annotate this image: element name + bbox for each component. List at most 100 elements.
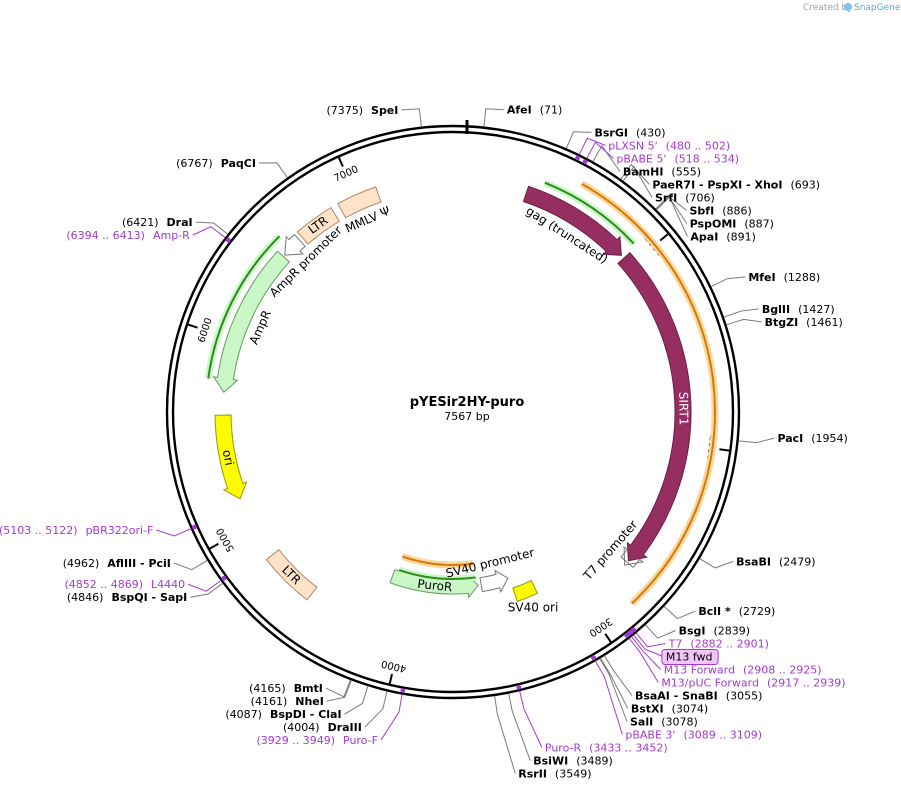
site-leader-bmti-24 [325, 679, 351, 698]
site-nhei-23[interactable]: (4161)NheI [251, 695, 324, 708]
site-drai-27[interactable]: (6421)DraI [122, 216, 193, 229]
primer-mark-pbabe-5-30 [582, 159, 588, 165]
site-apai-8[interactable]: ApaI(891) [690, 230, 756, 243]
primer-pbabe-3-35[interactable]: pBABE 3'(3089 .. 3109) [625, 728, 762, 741]
site-label-bspqi-sapi-25: (4846)BspQI - SapI [67, 591, 187, 604]
site-label-afei-1: AfeI(71) [507, 104, 562, 117]
site-label-bspdi-clai-22: (4087)BspDI - ClaI [225, 708, 341, 721]
site-afei-1[interactable]: AfeI(71) [507, 104, 562, 117]
primer-mark-pbr322ori-f-39 [192, 524, 197, 530]
primer-label-pbabe-3-35: pBABE 3'(3089 .. 3109) [625, 728, 762, 741]
primer-pbr322ori-f-39[interactable]: (5103 .. 5122)pBR322ori-F [0, 524, 153, 537]
site-leader-bsrgi-2 [565, 131, 592, 149]
site-bsiwi-19[interactable]: BsiWI(3489) [533, 754, 613, 767]
site-label-pspomi-7: PspOMI(887) [690, 217, 774, 230]
feature-label-puror-8: PuroR [417, 577, 453, 595]
primer-leader-plxsn-5-29 [578, 137, 606, 155]
primer-puro-f-37[interactable]: (3929 .. 3949)Puro-F [256, 734, 378, 747]
feature-ltr-7[interactable] [265, 549, 318, 601]
feature-ori-6[interactable] [214, 414, 248, 500]
site-afliii-pcii-26[interactable]: (4962)AflIII - PciI [63, 557, 171, 570]
site-pspomi-7[interactable]: PspOMI(887) [690, 217, 774, 230]
site-spei-0[interactable]: (7375)SpeI [326, 104, 398, 117]
primer-box-m13-fwd [661, 648, 719, 665]
primer-label-puro-f-37: (3929 .. 3949)Puro-F [256, 734, 378, 747]
site-bstxi-17[interactable]: BstXI(3074) [631, 702, 708, 715]
feature-sv40-promoter-9[interactable] [479, 569, 509, 594]
feature-ampr-5[interactable] [212, 250, 291, 393]
site-bmti-24[interactable]: (4165)BmtI [249, 682, 323, 695]
orf-orange-bottom [402, 555, 473, 566]
feature-sirt1-1[interactable] [617, 252, 692, 562]
watermark-brand: SnapGene [854, 3, 901, 13]
primer-leader-amp-r-40 [192, 226, 226, 238]
primer-m13-puc-forward-34[interactable]: M13/pUC Forward(2917 .. 2939) [661, 676, 845, 689]
site-bsrgi-2[interactable]: BsrGI(430) [594, 126, 665, 139]
tick-label-6000: 6000 [196, 317, 214, 345]
primer-labels: pLXSN 5'(480 .. 502)pBABE 5'(518 .. 534)… [0, 139, 846, 754]
site-bspqi-sapi-25[interactable]: (4846)BspQI - SapI [67, 591, 187, 604]
primer-amp-r-40[interactable]: (6394 .. 6413)Amp-R [66, 229, 190, 242]
tick-2000 [719, 448, 730, 452]
primer-puro-r-36[interactable]: Puro-R(3433 .. 3452) [545, 741, 668, 754]
site-sali-18[interactable]: SalI(3078) [630, 715, 698, 728]
feature-t7-promoter-10[interactable] [620, 546, 645, 569]
primer-label-t7-31: T7(2882 .. 2901) [668, 637, 769, 650]
orf-green-right [544, 181, 635, 245]
site-bamhi-3[interactable]: BamHI(555) [623, 165, 701, 178]
feature-ltr-3[interactable] [296, 206, 340, 245]
site-leader-apai-8 [656, 196, 688, 237]
site-draiii-21[interactable]: (4004)DraIII [283, 721, 362, 734]
site-label-paer7i-pspxi-xhoi-4: PaeR7I - PspXI - XhoI(693) [652, 178, 820, 191]
site-sbfi-6[interactable]: SbfI(886) [690, 204, 752, 217]
primer-plxsn-5-29[interactable]: pLXSN 5'(480 .. 502) [608, 139, 730, 152]
site-leader-draiii-21 [364, 691, 388, 728]
site-bsgi-15[interactable]: BsgI(2839) [679, 624, 750, 637]
feature-label-ori-6: ori [220, 449, 237, 467]
primer-mark-amp-r-40 [225, 237, 231, 243]
feature-ampr-promoter-4[interactable] [284, 233, 306, 256]
site-leader-drai-27 [195, 221, 229, 235]
site-btgzi-11[interactable]: BtgZI(1461) [765, 316, 843, 329]
primer-pbabe-5-30[interactable]: pBABE 5'(518 .. 534) [616, 152, 739, 165]
site-leader-bsaai-snabi-16 [604, 655, 633, 696]
backbone-inner-ring [171, 130, 735, 694]
site-leader-paci-12 [738, 437, 775, 444]
site-label-afliii-pcii-26: (4962)AflIII - PciI [63, 557, 171, 570]
site-label-srfi-5: SrfI(706) [655, 191, 715, 204]
site-label-bglii-10: BglII(1427) [762, 303, 835, 316]
primer-m13-fwd-32[interactable]: M13 fwd [661, 648, 719, 665]
site-label-bcli-14: BclI *(2729) [698, 605, 775, 618]
primer-mark-puro-r-36 [516, 684, 522, 690]
primer-leader-pbr322ori-f-39 [156, 528, 191, 537]
primer-m13-forward-33[interactable]: M13 Forward(2908 .. 2925) [664, 663, 822, 676]
site-srfi-5[interactable]: SrfI(706) [655, 191, 715, 204]
site-rsrii-20[interactable]: RsrII(3549) [518, 767, 591, 780]
feature-mmlv-2[interactable] [337, 186, 382, 219]
primer-mark-puro-f-37 [400, 688, 406, 693]
site-bglii-10[interactable]: BglII(1427) [762, 303, 835, 316]
primer-t7-31[interactable]: T7(2882 .. 2901) [668, 637, 769, 650]
site-bsaai-snabi-16[interactable]: BsaAI - SnaBI(3055) [635, 689, 762, 702]
site-label-bsiwi-19: BsiWI(3489) [533, 754, 613, 767]
site-bcli-14[interactable]: BclI *(2729) [698, 605, 775, 618]
primer-label-amp-r-40: (6394 .. 6413)Amp-R [66, 229, 190, 242]
site-mfei-9[interactable]: MfeI(1288) [748, 271, 820, 284]
primer-l4440-38[interactable]: (4852 .. 4869)L4440 [64, 578, 185, 591]
site-paci-12[interactable]: PacI(1954) [777, 432, 847, 445]
site-label-bamhi-3: BamHI(555) [623, 165, 701, 178]
site-bspdi-clai-22[interactable]: (4087)BspDI - ClaI [225, 708, 341, 721]
site-paqci-28[interactable]: (6767)PaqCI [176, 157, 256, 170]
site-bsabi-13[interactable]: BsaBI(2479) [736, 555, 815, 568]
site-leader-bsiwi-19 [508, 693, 531, 761]
site-paer7i-pspxi-xhoi-4[interactable]: PaeR7I - PspXI - XhoI(693) [652, 178, 820, 191]
site-leader-nhei-23 [326, 680, 352, 702]
primer-label-m13-fwd-32: M13 fwd [666, 650, 713, 663]
primer-leader-puro-f-37 [380, 694, 403, 741]
primer-marks [192, 155, 636, 693]
feature-label-sv40-promoter-9: SV40 promoter [444, 545, 535, 580]
primer-leader-m13-fwd-32 [633, 634, 664, 657]
feature-gag-truncated-0[interactable] [522, 185, 622, 256]
feature-sv40-ori[interactable] [512, 579, 539, 603]
